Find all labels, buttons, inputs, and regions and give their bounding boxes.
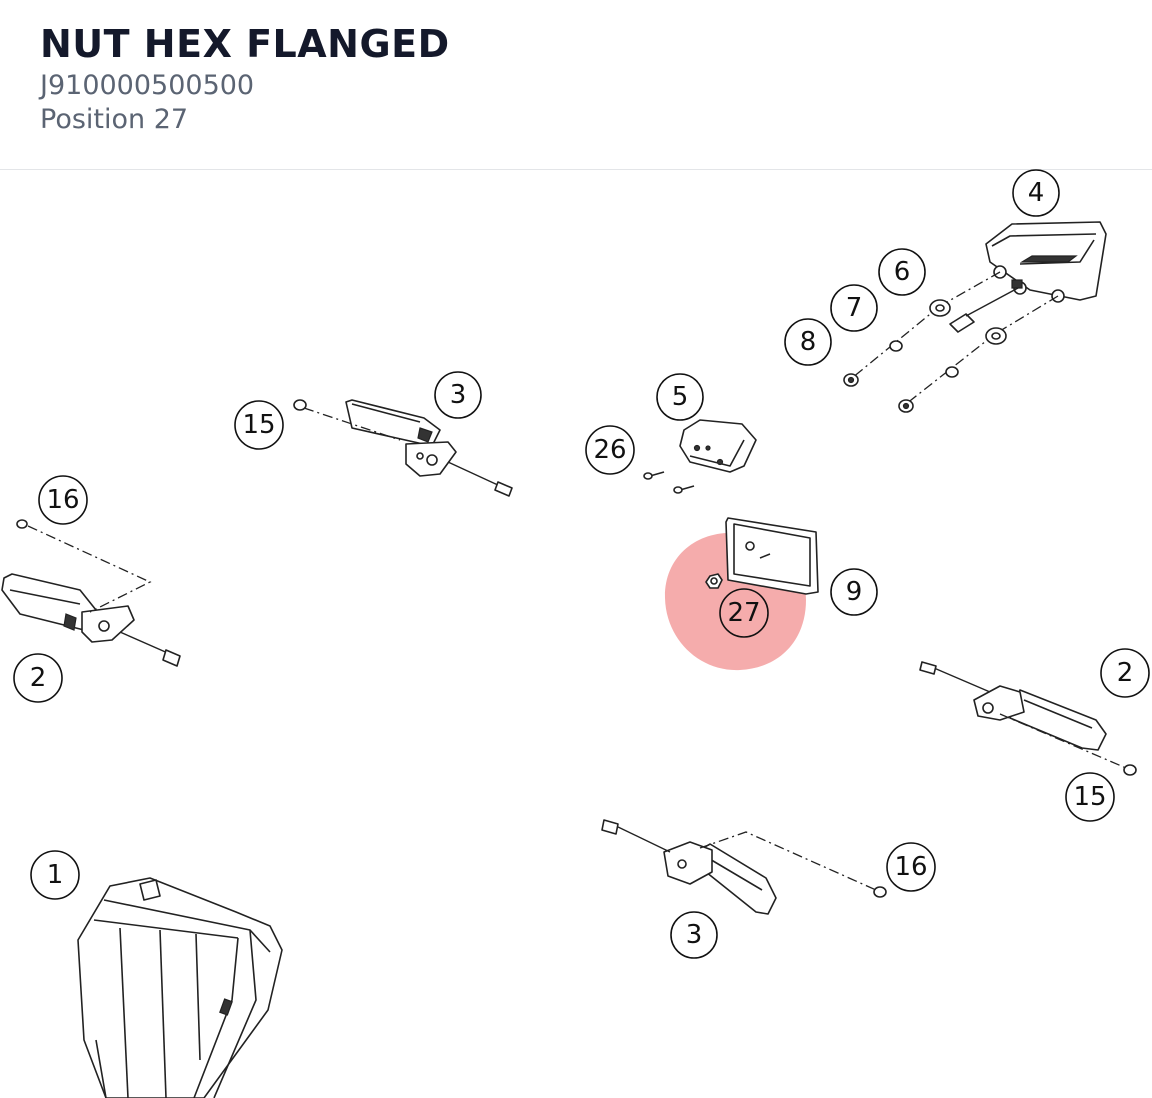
- callout-8[interactable]: 8: [784, 318, 832, 366]
- callout-26[interactable]: 26: [585, 425, 635, 475]
- indicator-right: [919, 661, 1137, 776]
- reflector: [725, 517, 819, 595]
- svg-text:1: 1: [47, 860, 64, 890]
- svg-text:2: 2: [1117, 658, 1134, 688]
- svg-text:3: 3: [450, 380, 467, 410]
- callout-2-right[interactable]: 2: [1100, 648, 1150, 698]
- svg-text:27: 27: [727, 598, 760, 628]
- callout-2-left[interactable]: 2: [13, 653, 63, 703]
- callout-16-left[interactable]: 16: [38, 475, 88, 525]
- callout-15-upper[interactable]: 15: [234, 400, 284, 450]
- callout-16-lower[interactable]: 16: [886, 842, 936, 892]
- svg-text:5: 5: [672, 382, 689, 412]
- callout-6[interactable]: 6: [878, 248, 926, 296]
- indicator-left: [1, 519, 181, 667]
- callout-4[interactable]: 4: [1012, 169, 1060, 217]
- headlight-mask: [77, 877, 283, 1098]
- flanged-hex-nut: [705, 573, 723, 589]
- callout-9[interactable]: 9: [830, 568, 878, 616]
- svg-text:3: 3: [686, 920, 703, 950]
- svg-text:26: 26: [593, 435, 626, 465]
- callout-7[interactable]: 7: [830, 284, 878, 332]
- svg-text:15: 15: [1073, 782, 1106, 812]
- svg-text:16: 16: [894, 852, 927, 882]
- header: NUT HEX FLANGED J910000500500 Position 2…: [0, 0, 1152, 170]
- indicator-bottom: [601, 819, 887, 915]
- callout-group: 4 6 7 8 3 5 15 26 16 9 27 2 2 15 1 16 3: [13, 169, 1150, 959]
- svg-text:7: 7: [846, 293, 863, 323]
- part-number: J910000500500: [40, 70, 255, 101]
- callout-1[interactable]: 1: [30, 850, 80, 900]
- part-title: NUT HEX FLANGED: [40, 22, 450, 66]
- svg-text:9: 9: [846, 577, 863, 607]
- tail-light-assembly: [843, 221, 1107, 413]
- callout-27-selected[interactable]: 27: [719, 588, 769, 638]
- callout-3-upper[interactable]: 3: [434, 371, 482, 419]
- svg-text:4: 4: [1028, 178, 1045, 208]
- indicator-upper: [293, 399, 513, 497]
- part-position: Position 27: [40, 104, 189, 135]
- license-bracket: [643, 419, 757, 494]
- svg-text:6: 6: [894, 257, 911, 287]
- callout-3-lower[interactable]: 3: [670, 911, 718, 959]
- callout-15-lower[interactable]: 15: [1065, 772, 1115, 822]
- svg-text:8: 8: [800, 327, 817, 357]
- svg-text:15: 15: [242, 410, 275, 440]
- svg-text:16: 16: [46, 485, 79, 515]
- svg-text:2: 2: [30, 663, 47, 693]
- callout-5[interactable]: 5: [656, 373, 704, 421]
